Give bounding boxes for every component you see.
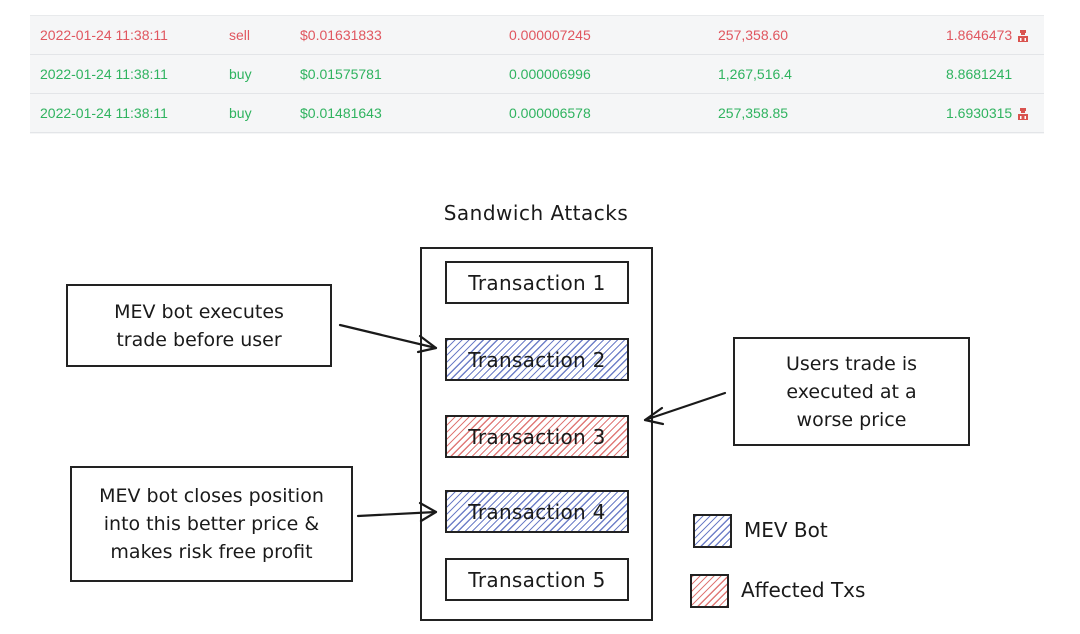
- trade-time: 2022-01-24 11:38:11: [40, 66, 168, 82]
- note-back-run: MEV bot closes position into this better…: [70, 466, 353, 582]
- transaction-label: Transaction 3: [468, 424, 606, 449]
- transaction-label: Transaction 2: [468, 347, 606, 372]
- trade-side: buy: [229, 105, 252, 121]
- transaction-box-mev: Transaction 2: [445, 338, 629, 381]
- table-row[interactable]: 2022-01-24 11:38:11 sell $0.01631833 0.0…: [30, 16, 1044, 55]
- flag-icon[interactable]: [1017, 28, 1029, 43]
- trade-side: sell: [229, 27, 251, 43]
- trade-price-eth: 0.000007245: [509, 27, 591, 43]
- trade-total: 1.8646473: [946, 27, 1013, 43]
- transaction-stack: [420, 247, 653, 621]
- table-row[interactable]: 2022-01-24 11:38:11 buy $0.01575781 0.00…: [30, 55, 1044, 94]
- legend-swatch-affected: [690, 574, 729, 608]
- trade-side: buy: [229, 66, 252, 82]
- trade-price-eth: 0.000006996: [509, 66, 591, 82]
- trade-amount: 257,358.85: [718, 105, 789, 121]
- trade-total: 8.8681241: [946, 66, 1013, 82]
- note-front-run: MEV bot executes trade before user: [66, 284, 332, 367]
- diagram-title: Sandwich Attacks: [443, 201, 629, 225]
- table-row[interactable]: 2022-01-24 11:38:11 buy $0.01481643 0.00…: [30, 94, 1044, 133]
- flag-icon[interactable]: [1017, 106, 1029, 121]
- trade-amount: 1,267,516.4: [718, 66, 792, 82]
- trade-price-eth: 0.000006578: [509, 105, 591, 121]
- legend-swatch-mev: [693, 514, 732, 548]
- trade-price-usd: $0.01575781: [300, 66, 382, 82]
- legend-label-affected: Affected Txs: [741, 578, 866, 602]
- trade-price-usd: $0.01481643: [300, 105, 382, 121]
- note-victim: Users trade is executed at a worse price: [733, 337, 970, 446]
- transaction-box-mev: Transaction 4: [445, 490, 629, 533]
- trade-time: 2022-01-24 11:38:11: [40, 105, 168, 121]
- trade-price-usd: $0.01631833: [300, 27, 382, 43]
- transaction-label: Transaction 4: [468, 499, 606, 524]
- trade-total: 1.6930315: [946, 105, 1013, 121]
- trade-amount: 257,358.60: [718, 27, 789, 43]
- trades-table: 2022-01-24 11:38:11 sell $0.01631833 0.0…: [30, 15, 1044, 134]
- transaction-box-affected: Transaction 3: [445, 415, 629, 458]
- trade-time: 2022-01-24 11:38:11: [40, 27, 168, 43]
- transaction-box: Transaction 5: [445, 558, 629, 601]
- transaction-label: Transaction 1: [468, 270, 606, 295]
- transaction-label: Transaction 5: [468, 567, 606, 592]
- transaction-box: Transaction 1: [445, 261, 629, 304]
- legend-label-mev: MEV Bot: [744, 518, 828, 542]
- arrow-victim: [643, 391, 727, 422]
